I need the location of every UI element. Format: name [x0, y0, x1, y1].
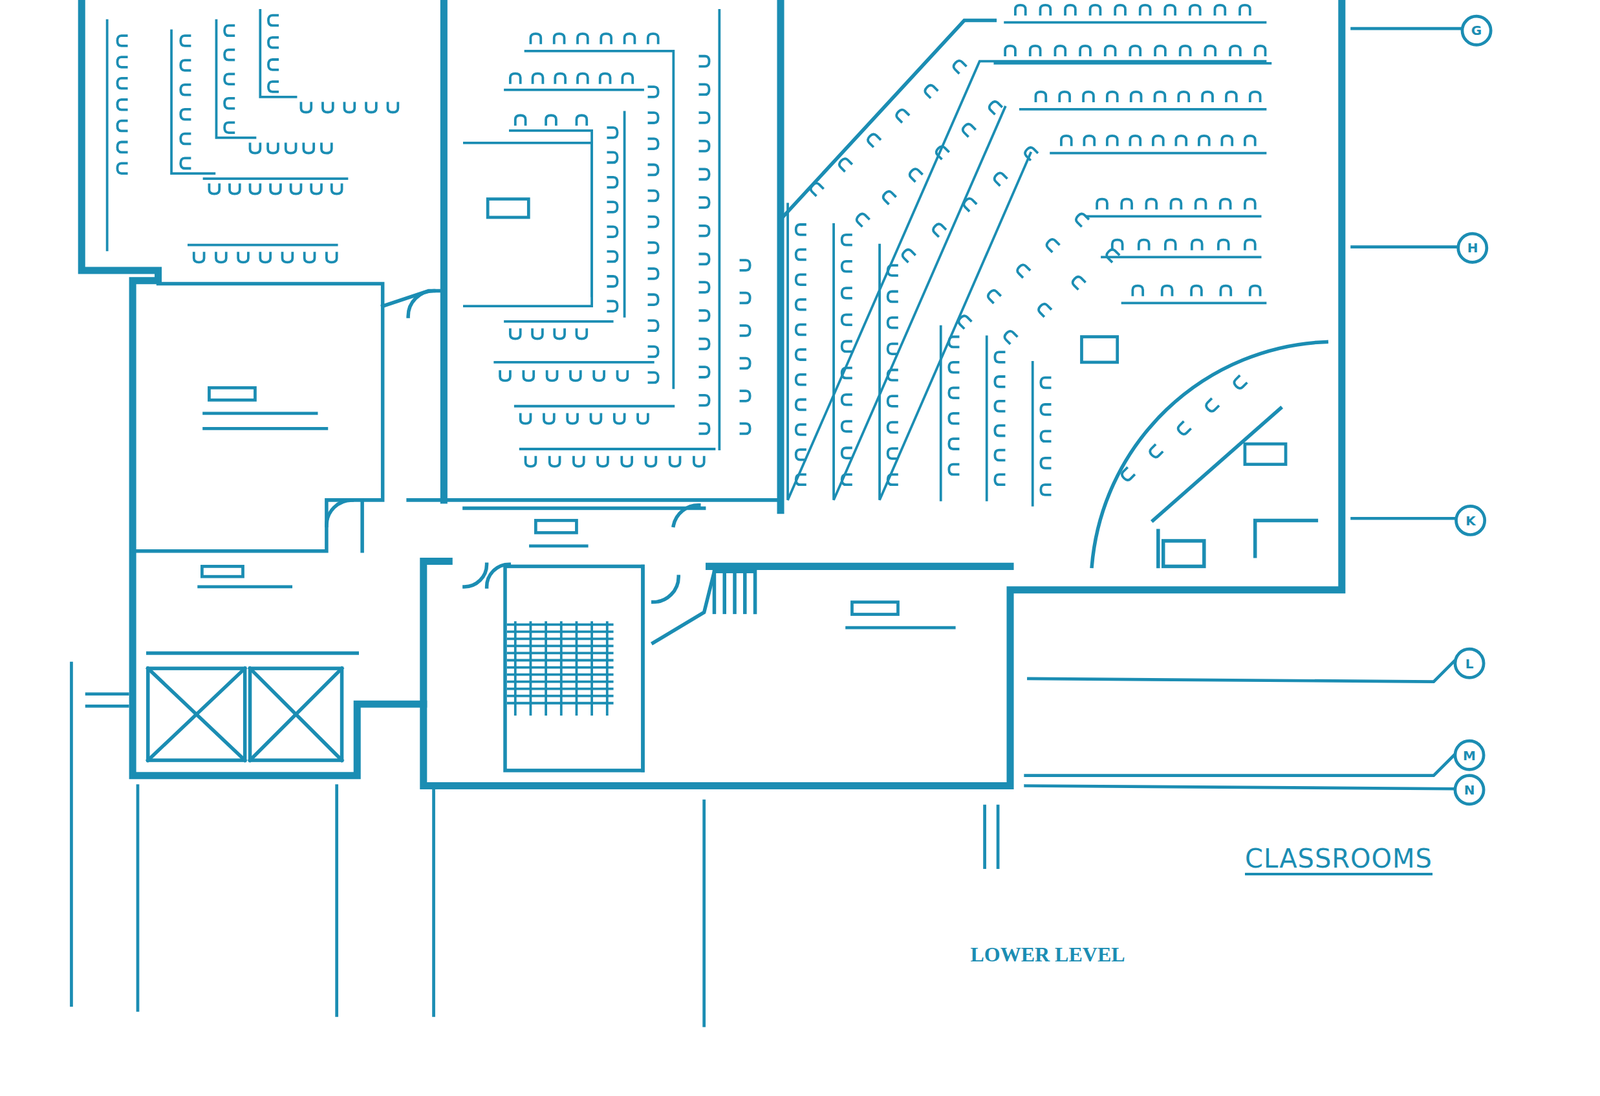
grid-bubble: M — [1461, 748, 1478, 763]
grid-bubble: K — [1464, 513, 1478, 528]
grid-bubble: L — [1464, 656, 1476, 671]
handwritten-note: CLASSROOMS — [1244, 845, 1433, 876]
grid-bubble: N — [1462, 782, 1477, 797]
grid-bubble: G — [1470, 23, 1483, 38]
level-title: LOWER LEVEL — [970, 943, 1125, 965]
grid-bubble: H — [1466, 240, 1480, 255]
